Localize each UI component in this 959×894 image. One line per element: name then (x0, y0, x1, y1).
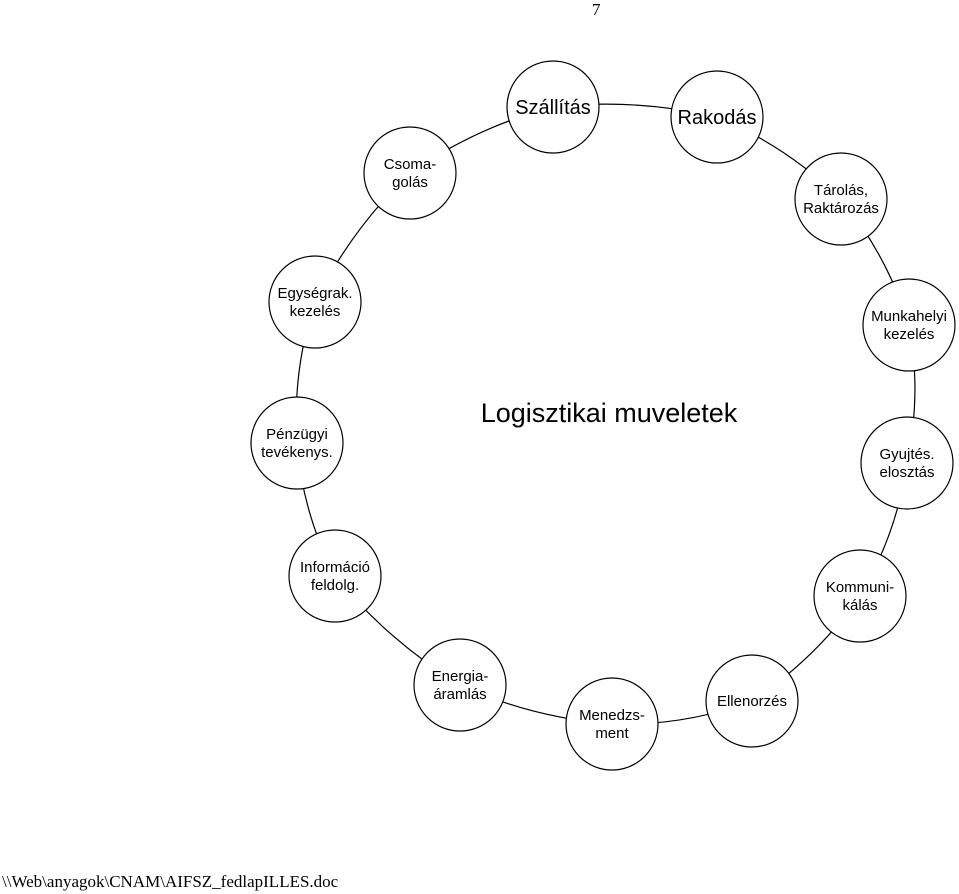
node-egysegrak: Egységrak.kezelés (268, 255, 362, 349)
node-ellenorzes: Ellenorzés (705, 654, 799, 748)
node-label: Egységrak. (277, 285, 352, 302)
node-label: kálás (842, 597, 877, 614)
node-circle (862, 278, 956, 372)
node-circle (288, 529, 382, 623)
node-tarolas: Tárolás,Raktározás (794, 152, 888, 246)
node-circle (860, 416, 954, 510)
node-label: Ellenorzés (717, 693, 787, 710)
node-label: Tárolás, (814, 182, 868, 199)
node-label: Munkahelyi (871, 308, 947, 325)
node-circle (268, 255, 362, 349)
node-energia: Energia-áramlás (413, 638, 507, 732)
node-menedzsment: Menedzs-ment (565, 677, 659, 771)
node-label: áramlás (433, 686, 486, 703)
footer-file-path: \\Web\anyagok\CNAM\AIFSZ_fedlapILLES.doc (2, 872, 339, 891)
node-rakodas: Rakodás (670, 70, 764, 164)
node-label: tevékenys. (261, 444, 333, 461)
node-label: ment (595, 725, 629, 742)
node-circle (363, 126, 457, 220)
node-circle (705, 654, 799, 748)
node-label: feldolg. (311, 577, 359, 594)
node-circle (794, 152, 888, 246)
center-title: Logisztikai muveletek (481, 398, 738, 428)
node-circle (565, 677, 659, 771)
node-circle (413, 638, 507, 732)
node-label: Raktározás (803, 200, 879, 217)
node-szallitas: Szállítás (506, 60, 600, 154)
node-circle (670, 70, 764, 164)
node-label: Kommuni- (826, 579, 894, 596)
node-label: Rakodás (678, 107, 757, 129)
node-label: Menedzs- (579, 707, 645, 724)
node-label: kezelés (884, 326, 935, 343)
page-number: 7 (592, 0, 601, 19)
node-csomagolas: Csoma-golás (363, 126, 457, 220)
node-label: Pénzügyi (266, 426, 328, 443)
node-label: Szállítás (515, 97, 591, 119)
node-gyujtes: Gyujtés.elosztás (860, 416, 954, 510)
node-label: elosztás (879, 464, 934, 481)
node-label: Információ (300, 559, 370, 576)
node-circle (250, 396, 344, 490)
node-circle (506, 60, 600, 154)
node-label: Csoma- (384, 156, 437, 173)
node-kommunikalas: Kommuni-kálás (813, 549, 907, 643)
node-label: golás (392, 174, 428, 191)
node-circle (813, 549, 907, 643)
diagram-nodes: Szállítás RakodásTárolás,RaktározásMunkah… (250, 60, 956, 771)
node-label: Gyujtés. (879, 446, 934, 463)
node-label: kezelés (290, 303, 341, 320)
node-label: Energia- (432, 668, 489, 685)
